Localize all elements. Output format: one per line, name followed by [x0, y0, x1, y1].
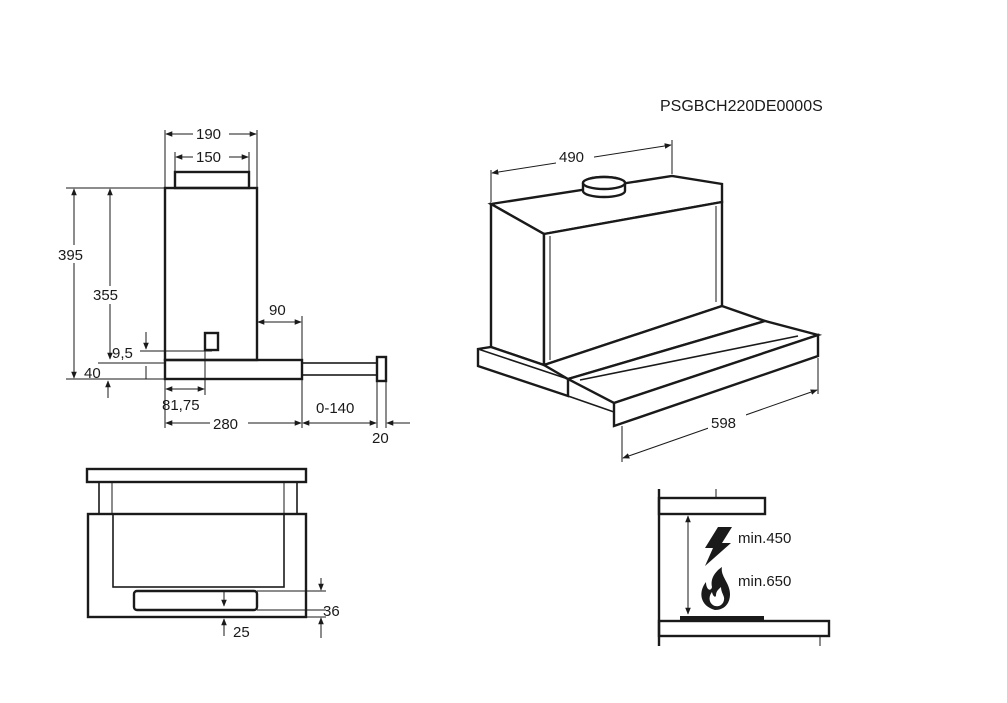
clearance-hob [657, 619, 831, 638]
iso-left-face [489, 201, 546, 367]
dim-width-150: 150 [196, 149, 221, 166]
dim-iso-598: 598 [711, 415, 736, 432]
clearance-gas: min.650 [738, 573, 791, 590]
hood-body-side [163, 186, 259, 362]
front-body [86, 512, 308, 619]
clearance-view: min.450 min.650 [657, 489, 831, 646]
dim-tray-90: 90 [269, 302, 286, 319]
iso-view: 490 598 [476, 140, 823, 462]
dim-front-25: 25 [233, 624, 250, 641]
dim-width-190: 190 [196, 126, 221, 143]
dim-offset-9-5: 9,5 [112, 345, 133, 362]
dim-outlet-81-75: 81,75 [162, 397, 200, 414]
dim-iso-490: 490 [559, 149, 584, 166]
front-handle [375, 355, 388, 383]
dim-handle-20: 20 [372, 430, 389, 447]
lightning-bolt-icon [705, 527, 732, 566]
dim-height-395: 395 [58, 247, 83, 264]
hob-surface [680, 616, 764, 621]
front-top-panel [85, 467, 308, 484]
model-code: PSGBCH220DE0000S [660, 98, 823, 115]
front-handle-bar [132, 589, 259, 612]
dim-height-355: 355 [93, 287, 118, 304]
tray-base [163, 358, 304, 381]
dim-tray-40: 40 [84, 365, 101, 382]
control-window [203, 331, 220, 352]
dim-front-36: 36 [323, 603, 340, 620]
clearance-electric: min.450 [738, 530, 791, 547]
side-view: 190 150 395 355 9,5 40 90 81,75 [55, 124, 410, 447]
front-recess [112, 513, 285, 588]
front-upper-frame [98, 481, 298, 515]
dim-depth-280: 280 [213, 416, 238, 433]
clearance-hood [657, 496, 767, 516]
dim-extension-0-140: 0-140 [316, 400, 354, 417]
slide-rail [301, 362, 378, 376]
chimney-collar [173, 170, 251, 190]
front-view: 36 25 [85, 467, 340, 641]
